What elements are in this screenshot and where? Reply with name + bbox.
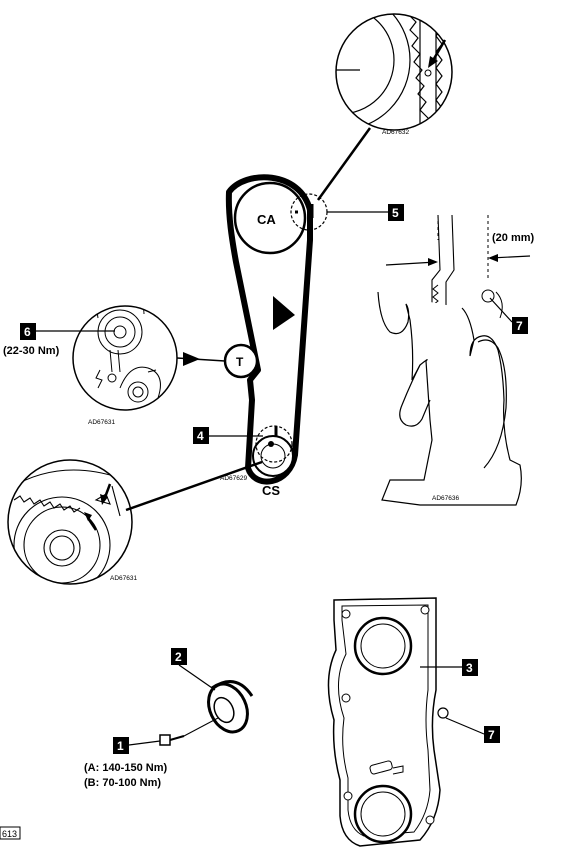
torque-a: (A: 140-150 Nm)	[84, 762, 167, 774]
figure-code-crank: AD67631	[110, 575, 137, 582]
callout-2: 2	[171, 648, 216, 691]
tensioner-detail: AD67631	[72, 305, 178, 426]
torque-b: (B: 70-100 Nm)	[84, 777, 161, 789]
belt-deflection-detail: (20 mm) AD67636	[377, 214, 535, 506]
camshaft-pulley	[233, 181, 307, 255]
svg-text:3: 3	[466, 661, 473, 675]
figure-code-route: AD67629	[220, 475, 247, 482]
camshaft-label: CA	[257, 212, 276, 227]
figure-code-deflection: AD67636	[432, 495, 459, 502]
rotation-arrow-icon	[273, 296, 295, 330]
leader-line-top	[316, 127, 372, 201]
callout-7-upper: 7	[489, 297, 528, 334]
figure-code-tensioner: AD67631	[88, 419, 115, 426]
crankshaft-label: CS	[262, 483, 280, 498]
svg-text:5: 5	[392, 206, 399, 220]
mark-circle-4	[255, 425, 293, 463]
callout-3: 3	[420, 659, 478, 676]
timing-cover	[327, 597, 449, 847]
page-reference: 613	[0, 826, 21, 840]
crankshaft-pulley	[252, 435, 294, 477]
crankshaft-washer	[207, 680, 254, 734]
crankshaft-mark-detail: AD67631	[7, 459, 137, 585]
camshaft-mark-detail: AD67632	[335, 13, 453, 136]
svg-text:7: 7	[516, 319, 523, 333]
timing-belt	[225, 174, 313, 485]
svg-text:2: 2	[175, 650, 182, 664]
gap-label: (20 mm)	[492, 232, 535, 244]
callout-5: 5	[388, 204, 404, 221]
pointer-arrow-icon	[183, 352, 200, 366]
tensioner-label: T	[236, 355, 244, 369]
svg-text:4: 4	[197, 429, 204, 443]
callout-4: 4	[193, 427, 263, 444]
callout-6: 6 (22-30 Nm)	[3, 323, 115, 357]
callout-7-lower: 7	[445, 717, 500, 743]
figure-code-top: AD67632	[382, 129, 409, 136]
callout-1: 1	[113, 737, 161, 754]
torque-6: (22-30 Nm)	[3, 345, 60, 357]
belt-route: CA T CS AD67629	[220, 174, 388, 498]
svg-text:6: 6	[24, 325, 31, 339]
svg-text:613: 613	[2, 829, 17, 839]
svg-text:7: 7	[488, 728, 495, 742]
crankshaft-bolt	[159, 717, 219, 746]
svg-text:1: 1	[117, 739, 124, 753]
